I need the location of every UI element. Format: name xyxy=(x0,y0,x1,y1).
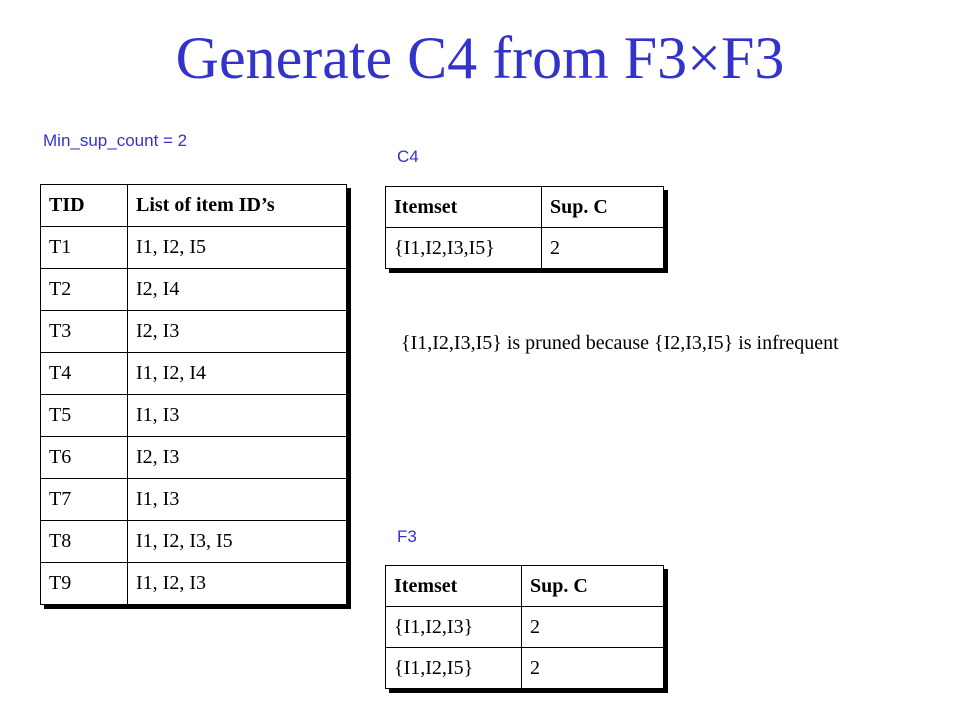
items-cell: I1, I2, I4 xyxy=(127,352,347,395)
header-sup-count: Sup. C xyxy=(541,186,664,228)
tid-cell: T9 xyxy=(40,562,128,605)
min-sup-count-label: Min_sup_count = 2 xyxy=(43,131,188,150)
itemset-cell: {I1,I2,I3,I5} xyxy=(385,227,542,269)
c4-table: Itemset Sup. C {I1,I2,I3,I5} 2 xyxy=(385,186,664,269)
tid-cell: T2 xyxy=(40,268,128,311)
items-cell: I1, I2, I3, I5 xyxy=(127,520,347,563)
header-itemset: Itemset xyxy=(385,565,522,607)
tid-cell: T1 xyxy=(40,226,128,269)
f3-label: F3 xyxy=(397,527,417,546)
pruning-note: {I1,I2,I3,I5} is pruned because {I2,I3,I… xyxy=(401,332,839,354)
tid-cell: T5 xyxy=(40,394,128,437)
header-itemset: Itemset xyxy=(385,186,542,228)
sup-count-cell: 2 xyxy=(521,606,664,648)
header-item-list: List of item ID’s xyxy=(127,184,347,227)
sup-count-cell: 2 xyxy=(541,227,664,269)
table-header-row: Itemset Sup. C xyxy=(385,186,664,228)
tid-cell: T3 xyxy=(40,310,128,353)
header-tid: TID xyxy=(40,184,128,227)
table-header-row: TID List of item ID’s xyxy=(40,184,347,227)
c4-label: C4 xyxy=(397,147,419,166)
table-row: {I1,I2,I3,I5} 2 xyxy=(385,227,664,269)
tid-cell: T6 xyxy=(40,436,128,479)
table-row: {I1,I2,I5} 2 xyxy=(385,647,664,689)
items-cell: I1, I2, I3 xyxy=(127,562,347,605)
table-row: {I1,I2,I3} 2 xyxy=(385,606,664,648)
f3-table: Itemset Sup. C {I1,I2,I3} 2 {I1,I2,I5} 2 xyxy=(385,565,664,689)
itemset-cell: {I1,I2,I5} xyxy=(385,647,522,689)
tid-cell: T8 xyxy=(40,520,128,563)
items-cell: I1, I3 xyxy=(127,478,347,521)
itemset-cell: {I1,I2,I3} xyxy=(385,606,522,648)
items-cell: I2, I3 xyxy=(127,436,347,479)
items-cell: I2, I3 xyxy=(127,310,347,353)
tid-cell: T7 xyxy=(40,478,128,521)
table-header-row: Itemset Sup. C xyxy=(385,565,664,607)
sup-count-cell: 2 xyxy=(521,647,664,689)
items-cell: I1, I2, I5 xyxy=(127,226,347,269)
header-sup-count: Sup. C xyxy=(521,565,664,607)
tid-cell: T4 xyxy=(40,352,128,395)
slide-title: Generate C4 from F3×F3 xyxy=(175,25,785,91)
items-cell: I1, I3 xyxy=(127,394,347,437)
items-cell: I2, I4 xyxy=(127,268,347,311)
